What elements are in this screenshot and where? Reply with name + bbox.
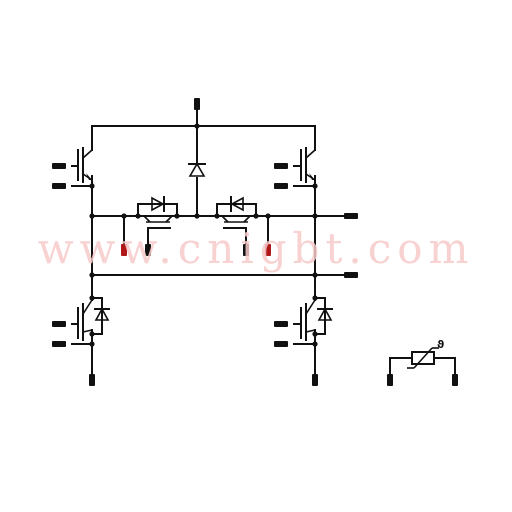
terminal-pin-dc-minus xyxy=(89,374,95,386)
terminal-pin-emitter-sense xyxy=(274,341,288,347)
terminal-pin-neutral xyxy=(344,272,358,278)
terminal-pin-gate xyxy=(274,321,288,327)
junction-dots xyxy=(89,123,318,347)
terminal-pin-emitter-sense xyxy=(274,183,288,189)
terminal-pins xyxy=(52,98,458,386)
igbt-with-diode-icon xyxy=(123,196,178,251)
terminal-pin-emitter-sense xyxy=(52,341,66,347)
terminal-pin-gate xyxy=(243,244,249,256)
wiring xyxy=(91,107,347,377)
ntc-symbol: ϑ xyxy=(437,338,444,351)
terminal-pin-ntc xyxy=(387,374,393,386)
terminal-pin-ac-out xyxy=(344,213,358,219)
terminal-pin-aux-red xyxy=(265,244,271,256)
diode-icon xyxy=(188,162,206,177)
terminal-pin-gate xyxy=(145,244,151,256)
terminal-pin-emitter-sense xyxy=(52,183,66,189)
terminal-pin-gate xyxy=(52,163,66,169)
terminal-pin-dc-minus xyxy=(312,374,318,386)
terminal-pin-ntc xyxy=(452,374,458,386)
terminal-pin-aux-red xyxy=(121,244,127,256)
terminal-pin-dc-plus xyxy=(194,98,200,110)
terminal-pin-gate xyxy=(274,163,288,169)
ntc-thermistor-icon: ϑ xyxy=(389,338,456,379)
igbt-icon xyxy=(293,147,316,187)
igbt-with-diode-icon xyxy=(71,297,110,345)
igbt-with-diode-icon xyxy=(293,297,333,345)
terminal-pin-gate xyxy=(52,321,66,327)
igbt-with-diode-icon xyxy=(216,196,269,251)
igbt-icon xyxy=(71,147,93,187)
